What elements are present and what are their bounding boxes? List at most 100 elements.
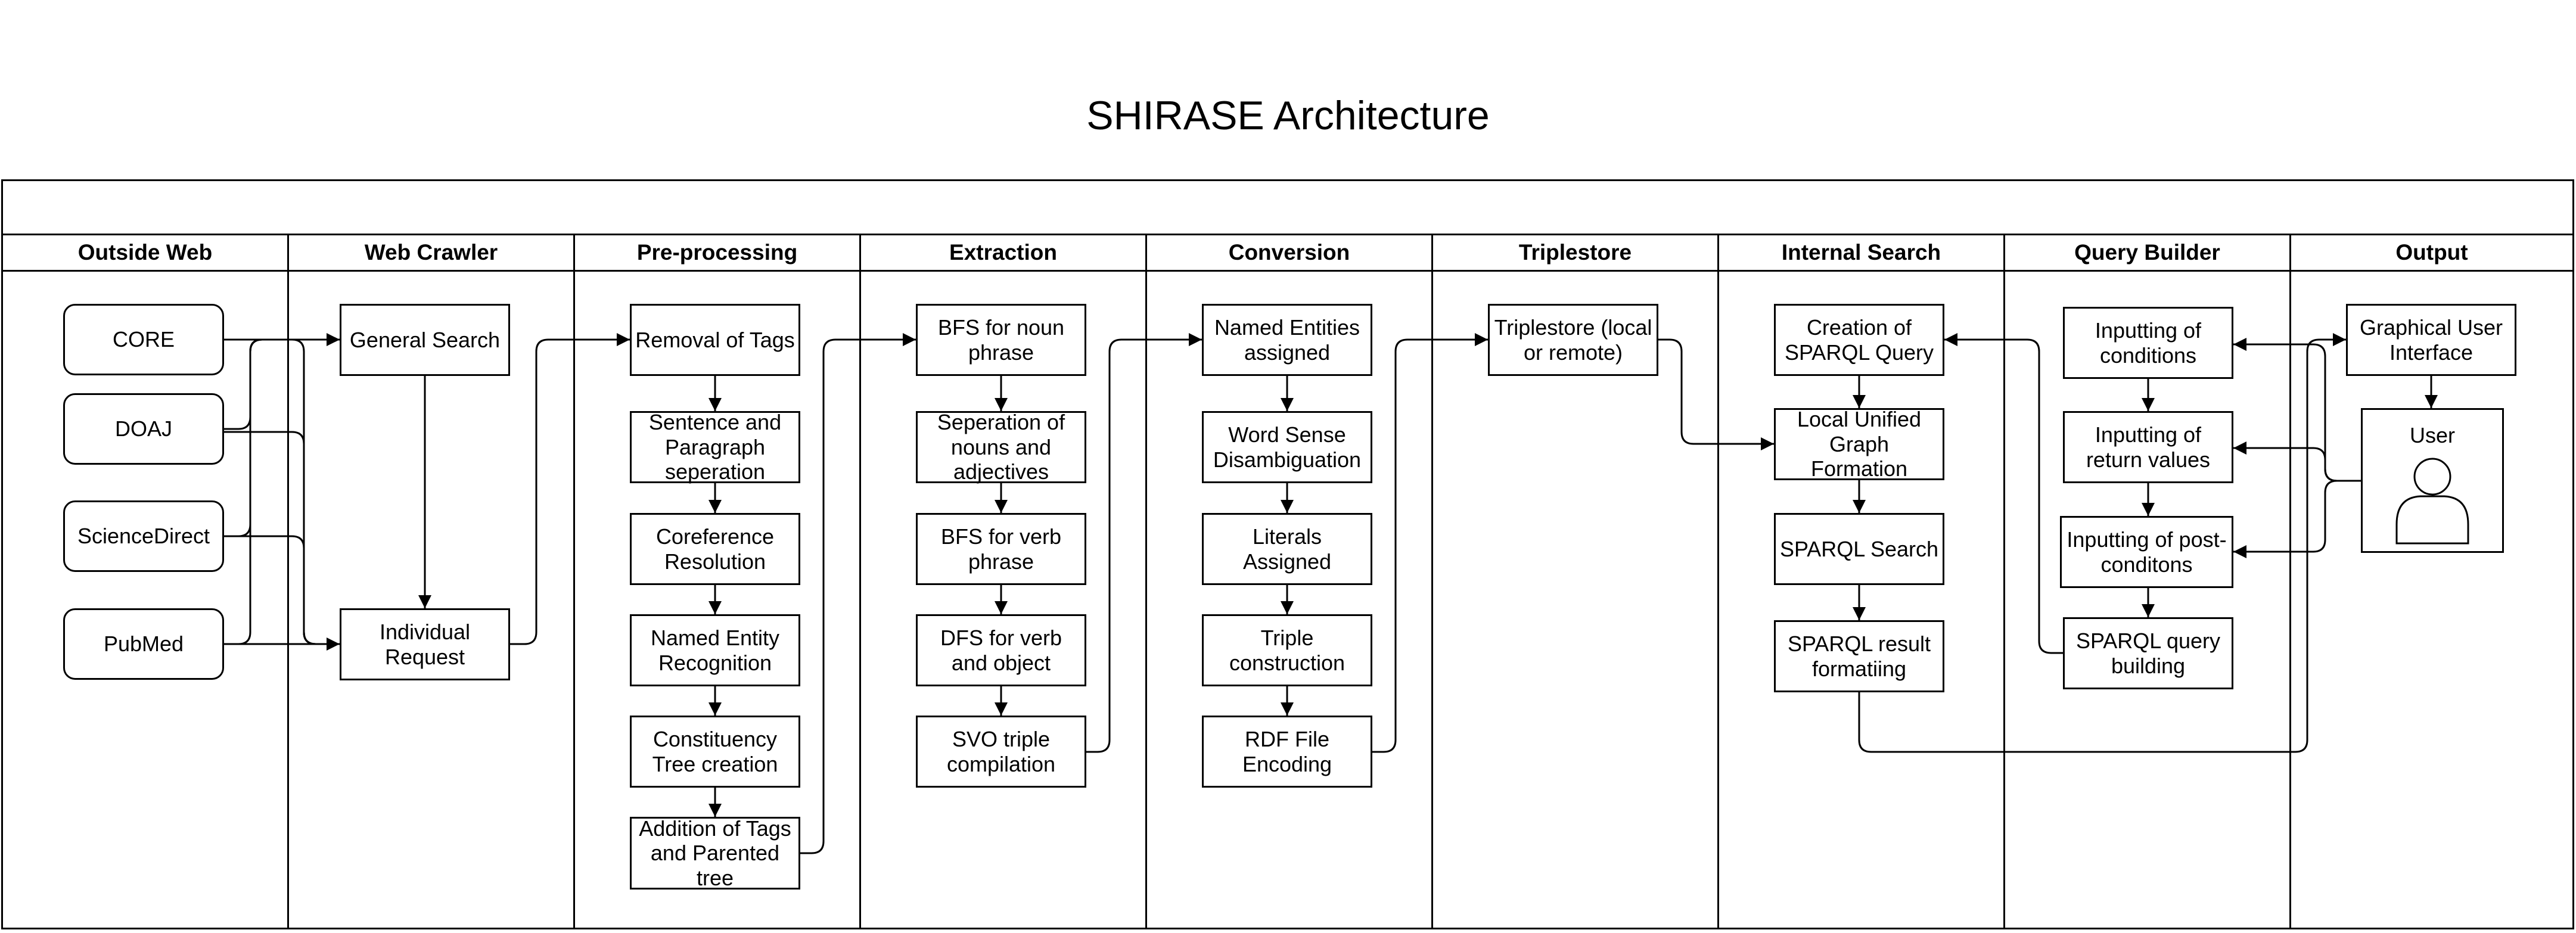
- lane-triplestore: Triplestore: [1431, 234, 1717, 929]
- lane-header: Web Crawler: [289, 235, 573, 272]
- edge-sd-individual: [224, 535, 340, 645]
- node-pubmed: PubMed: [63, 608, 224, 680]
- lane-header: Extraction: [861, 235, 1145, 272]
- arrowhead: [2333, 333, 2346, 346]
- arrowhead: [709, 601, 722, 614]
- node-literals: Literals Assigned: [1202, 513, 1372, 585]
- arrowhead: [1853, 395, 1866, 408]
- node-input-return: Inputting of return values: [2063, 411, 2233, 483]
- edge-user-return: [2233, 447, 2361, 482]
- lane-internal-search: Internal Search: [1717, 234, 2003, 929]
- edge-sd-general: [224, 338, 340, 537]
- arrowhead: [2233, 441, 2246, 455]
- edge-triplestore-local: [1658, 338, 1774, 445]
- arrowhead: [995, 500, 1008, 513]
- lane-output: Output: [2289, 234, 2574, 929]
- arrowhead: [327, 637, 340, 651]
- node-individual-request: Individual Request: [340, 608, 510, 680]
- node-core: CORE: [63, 304, 224, 375]
- lane-header: Query Builder: [2005, 235, 2289, 272]
- node-svo-triple: SVO triple compilation: [916, 716, 1086, 788]
- lane-header: Conversion: [1147, 235, 1431, 272]
- arrowhead: [1281, 398, 1294, 411]
- node-triple-construction: Triple construction: [1202, 614, 1372, 686]
- user-icon: [2395, 458, 2469, 545]
- edge-building-creation: [1944, 338, 2063, 654]
- edge-user-conditions: [2233, 343, 2361, 482]
- node-general-search: General Search: [340, 304, 510, 376]
- node-dfs-verb: DFS for verb and object: [916, 614, 1086, 686]
- node-separation-nouns: Seperation of nouns and adjectives: [916, 410, 1086, 484]
- arrowhead: [903, 333, 916, 346]
- edge-rdf-triplestore: [1372, 338, 1488, 753]
- edge-individual-removal: [510, 338, 630, 645]
- edge-svo-named: [1086, 338, 1202, 753]
- arrowhead: [1853, 500, 1866, 513]
- edge-doaj-individual: [224, 431, 340, 645]
- arrowhead: [1281, 601, 1294, 614]
- node-sparql-building: SPARQL query building: [2063, 617, 2233, 689]
- lane-header: Internal Search: [1719, 235, 2003, 272]
- arrowhead: [995, 702, 1008, 716]
- node-named-entity-recognition: Named Entity Recognition: [630, 614, 800, 686]
- node-word-sense: Word Sense Disambiguation: [1202, 411, 1372, 483]
- node-sparql-result: SPARQL result formatiing: [1774, 620, 1944, 692]
- arrowhead: [995, 398, 1008, 411]
- node-constituency-tree: Constituency Tree creation: [630, 716, 800, 788]
- arrowhead: [1475, 333, 1488, 346]
- node-sciencedirect: ScienceDirect: [63, 500, 224, 572]
- arrowhead: [995, 601, 1008, 614]
- arrowhead: [327, 333, 340, 346]
- edge-result-gui: [1858, 338, 2346, 753]
- arrowhead: [2142, 398, 2155, 411]
- arrowhead: [617, 333, 630, 346]
- arrowhead: [709, 500, 722, 513]
- node-doaj: DOAJ: [63, 393, 224, 465]
- node-gui: Graphical User Interface: [2346, 304, 2516, 376]
- arrowhead: [709, 804, 722, 817]
- edge-core-individual: [224, 338, 340, 645]
- arrowhead: [1281, 500, 1294, 513]
- node-addition-of-tags: Addition of Tags and Parented tree: [630, 816, 800, 890]
- edge-pubmed-general: [224, 338, 340, 645]
- node-triplestore: Triplestore (local or remote): [1488, 304, 1658, 376]
- arrowhead: [1281, 702, 1294, 716]
- node-input-conditions: Inputting of conditions: [2063, 307, 2233, 379]
- node-input-post: Inputting of post-conditons: [2060, 516, 2233, 588]
- arrowhead: [2233, 545, 2246, 558]
- arrowhead: [2425, 395, 2438, 408]
- lane-pre-processing: Pre-processing: [573, 234, 859, 929]
- arrowhead: [1853, 607, 1866, 620]
- edge-user-post: [2233, 480, 2361, 553]
- node-coreference: Coreference Resolution: [630, 513, 800, 585]
- lane-query-builder: Query Builder: [2003, 234, 2289, 929]
- node-removal-of-tags: Removal of Tags: [630, 304, 800, 376]
- edge-addition-bfs: [800, 338, 916, 854]
- node-rdf-encoding: RDF File Encoding: [1202, 716, 1372, 788]
- lane-header: Pre-processing: [575, 235, 859, 272]
- arrowhead: [2233, 338, 2246, 351]
- lane-header: Output: [2291, 235, 2572, 272]
- lane-extraction: Extraction: [859, 234, 1145, 929]
- lane-header: Triplestore: [1433, 235, 1717, 272]
- arrowhead: [709, 398, 722, 411]
- arrowhead: [1761, 437, 1774, 450]
- lane-outside-web: Outside Web: [1, 234, 287, 929]
- lane-web-crawler: Web Crawler: [287, 234, 573, 929]
- arrowhead: [2142, 503, 2155, 516]
- node-bfs-noun: BFS for noun phrase: [916, 304, 1086, 376]
- arrowhead: [709, 702, 722, 716]
- lane-header: Outside Web: [3, 235, 287, 272]
- arrowhead: [1944, 333, 1957, 346]
- arrowhead: [418, 595, 431, 608]
- edge-doaj-general: [224, 338, 340, 430]
- node-bfs-verb: BFS for verb phrase: [916, 513, 1086, 585]
- node-local-unified-graph: Local Unified Graph Formation: [1774, 407, 1944, 481]
- node-named-entities-assigned: Named Entities assigned: [1202, 304, 1372, 376]
- diagram-title: SHIRASE Architecture: [1086, 93, 1490, 138]
- node-creation-sparql: Creation of SPARQL Query: [1774, 304, 1944, 376]
- lane-conversion: Conversion: [1145, 234, 1431, 929]
- arrowhead: [1189, 333, 1202, 346]
- user-label: User: [2409, 423, 2455, 447]
